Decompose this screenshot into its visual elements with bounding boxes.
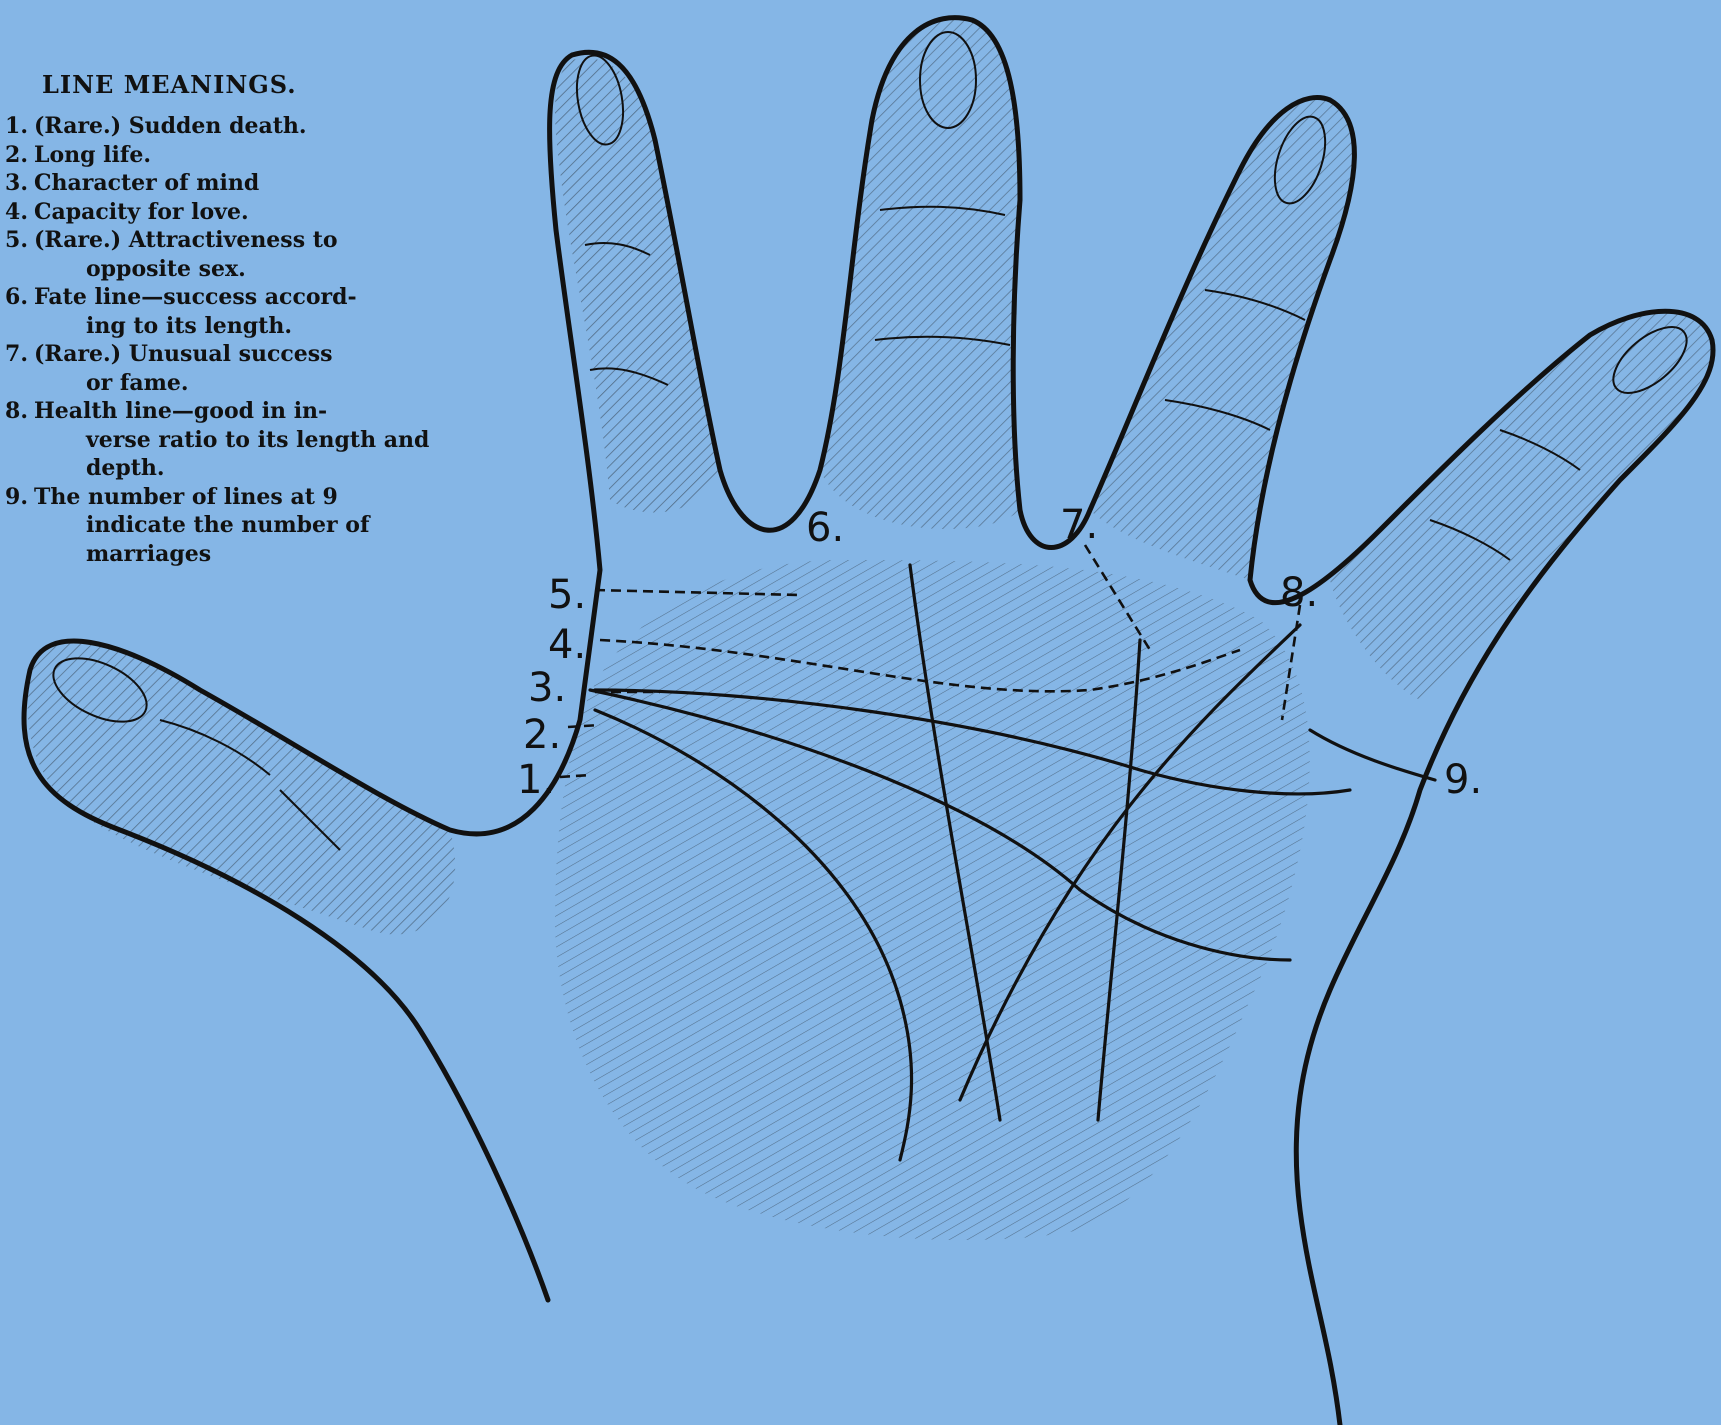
legend-number: 3.: [0, 169, 28, 198]
legend-text: Long life.: [34, 141, 480, 170]
marker-8: 8.: [1280, 573, 1318, 613]
marker-1: 1.: [517, 760, 555, 800]
legend-item-5: 5. (Rare.) Attractiveness to opposite se…: [0, 226, 480, 283]
ring-finger-shading: [1090, 98, 1354, 580]
guide-7: [1085, 545, 1150, 650]
legend-line-continued: or fame.: [34, 369, 480, 398]
marker-3: 3.: [528, 668, 566, 708]
line-marriage: [1310, 730, 1435, 780]
line-fate: [910, 565, 1000, 1120]
legend-text: Fate line—success accord- ing to its len…: [34, 283, 480, 340]
legend-text: Health line—good in in- verse ratio to i…: [34, 397, 480, 483]
legend-number: 1.: [0, 112, 28, 141]
legend-item-3: 3. Character of mind: [0, 169, 480, 198]
line-life: [595, 710, 912, 1160]
legend-text: (Rare.) Sudden death.: [34, 112, 480, 141]
legend-item-7: 7. (Rare.) Unusual success or fame.: [0, 340, 480, 397]
dotted-guides: [560, 545, 1300, 777]
legend-line: Fate line—success accord-: [34, 283, 480, 312]
legend-text: Capacity for love.: [34, 198, 480, 227]
marker-6: 6.: [806, 508, 844, 548]
line-heart: [595, 690, 1350, 794]
marker-4: 4.: [548, 625, 586, 665]
middle-finger-shading: [820, 18, 1020, 529]
legend-line: (Rare.) Unusual success: [34, 340, 480, 369]
legend-number: 2.: [0, 141, 28, 170]
guide-2: [568, 725, 600, 727]
legend-item-2: 2. Long life.: [0, 141, 480, 170]
legend-title: LINE MEANINGS.: [42, 70, 297, 99]
legend-item-9: 9. The number of lines at 9 indicate the…: [0, 483, 480, 569]
legend-line-continued: ing to its length.: [34, 312, 480, 341]
legend-number: 7.: [0, 340, 28, 369]
legend-line: Long life.: [34, 141, 480, 170]
marker-5: 5.: [548, 575, 586, 615]
legend-line: The number of lines at 9: [34, 483, 480, 512]
marker-9: 9.: [1444, 760, 1482, 800]
legend-line: Character of mind: [34, 169, 480, 198]
legend-line: Health line—good in in-: [34, 397, 480, 426]
legend-item-1: 1. (Rare.) Sudden death.: [0, 112, 480, 141]
legend-line: Capacity for love.: [34, 198, 480, 227]
legend-text: (Rare.) Attractiveness to opposite sex.: [34, 226, 480, 283]
line-health: [960, 625, 1300, 1100]
legend-item-8: 8. Health line—good in in- verse ratio t…: [0, 397, 480, 483]
legend-line-continued: verse ratio to its length and depth.: [34, 426, 480, 483]
palm-lines: [590, 565, 1435, 1160]
legend-number: 4.: [0, 198, 28, 227]
little-finger-shading: [1330, 311, 1713, 700]
guide-5: [595, 590, 800, 595]
line-head: [590, 690, 1290, 960]
legend-item-4: 4. Capacity for love.: [0, 198, 480, 227]
legend-line-continued: opposite sex.: [34, 255, 480, 284]
guide-4: [600, 640, 1240, 691]
legend-number: 6.: [0, 283, 28, 312]
marker-7: 7.: [1060, 505, 1098, 545]
legend-text: (Rare.) Unusual success or fame.: [34, 340, 480, 397]
marker-2: 2.: [523, 715, 561, 755]
line-sun: [1098, 640, 1140, 1120]
legend-line: (Rare.) Sudden death.: [34, 112, 480, 141]
index-finger-shading: [555, 58, 720, 512]
legend-item-6: 6. Fate line—success accord- ing to its …: [0, 283, 480, 340]
guide-1: [560, 775, 590, 777]
guide-8: [1282, 605, 1300, 720]
legend-list: 1. (Rare.) Sudden death. 2. Long life. 3…: [0, 112, 480, 568]
legend-number: 9.: [0, 483, 28, 512]
legend-text: The number of lines at 9 indicate the nu…: [34, 483, 480, 569]
palm-shading: [555, 560, 1310, 1240]
legend-text: Character of mind: [34, 169, 480, 198]
legend-number: 5.: [0, 226, 28, 255]
legend-number: 8.: [0, 397, 28, 426]
legend-line: (Rare.) Attractiveness to: [34, 226, 480, 255]
thumb-shading: [28, 641, 456, 934]
legend-line-continued: indicate the number of marriages: [34, 511, 480, 568]
